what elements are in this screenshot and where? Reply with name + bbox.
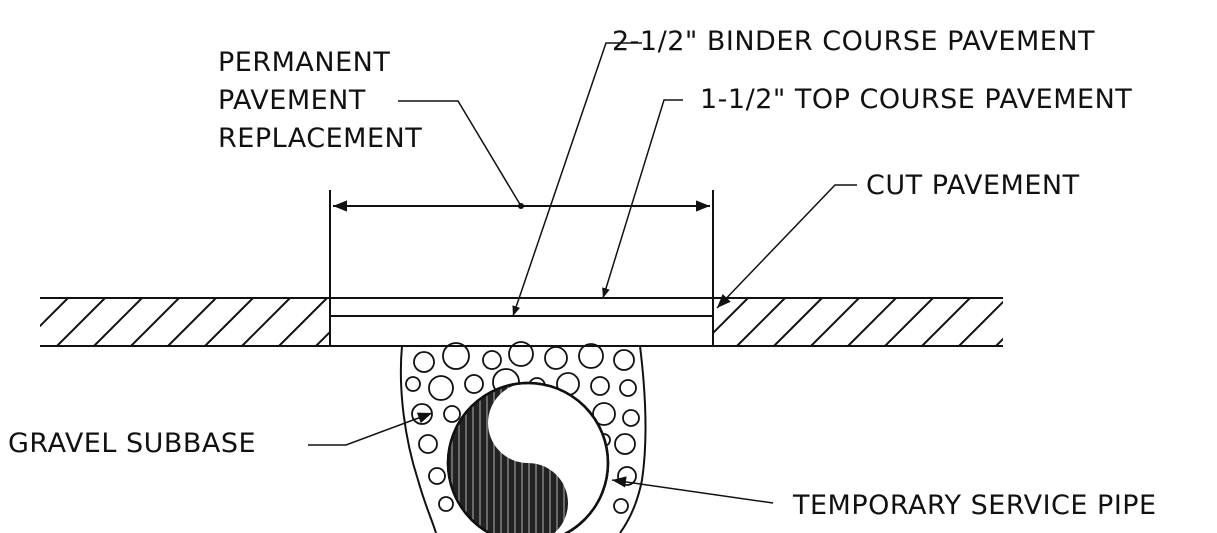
label-pavement: PAVEMENT (218, 85, 366, 116)
label-permanent-replacement: PERMANENT PAVEMENT REPLACEMENT (218, 47, 422, 154)
leader-permanent-replacement (398, 100, 522, 207)
label-temporary-service-pipe: TEMPORARY SERVICE PIPE (792, 490, 1157, 521)
label-gravel-subbase: GRAVEL SUBBASE (8, 428, 256, 459)
label-binder-course: 2-1/2" BINDER COURSE PAVEMENT (612, 26, 1095, 57)
existing-pavement (40, 297, 1003, 347)
trench-wall-right (619, 345, 647, 533)
label-permanent: PERMANENT (218, 47, 390, 78)
leader-top-course (602, 99, 683, 299)
trench-wall-left (399, 345, 437, 533)
leader-gravel-subbase (308, 412, 433, 446)
leader-cut-pavement (716, 184, 857, 309)
temporary-service-pipe (446, 381, 610, 533)
left-pavement-hatch (40, 298, 330, 346)
label-top-course: 1-1/2" TOP COURSE PAVEMENT (700, 84, 1132, 115)
replacement-pavement (329, 190, 714, 346)
label-cut-pavement: CUT PAVEMENT (866, 170, 1080, 201)
leader-temporary-service-pipe (611, 476, 774, 504)
label-replacement: REPLACEMENT (218, 123, 422, 154)
leader-binder-course (512, 42, 642, 317)
right-pavement-hatch (713, 298, 1003, 346)
